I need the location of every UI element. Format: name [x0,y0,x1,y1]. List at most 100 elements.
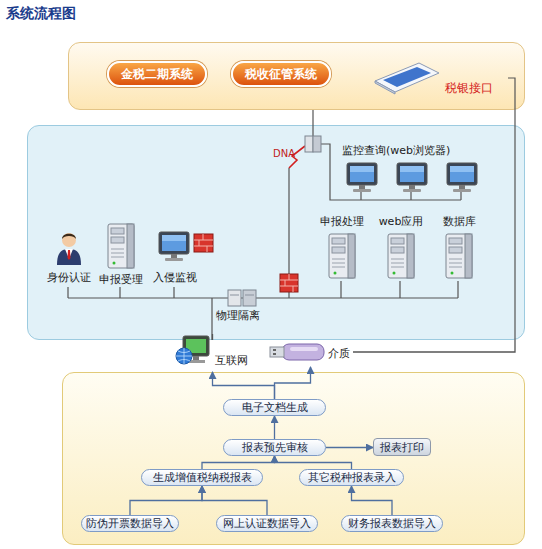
server-icon [334,272,337,275]
person-icon [65,249,73,259]
diagram-title: 系统流程图 [6,5,76,23]
server-icon [327,233,357,279]
server-icon [111,249,124,250]
box-label: 电子文档生成 [242,401,308,414]
usb-icon [268,341,326,363]
isolation-symbol [230,295,239,296]
node-label: 税银接口 [445,81,493,95]
network-bus [288,168,289,298]
network-bus [457,281,458,298]
box-label: 税收征管系统 [245,67,317,81]
usb-icon [290,347,318,351]
server-icon [449,247,462,253]
server-icon [332,259,345,260]
server-icon [444,233,474,279]
monitor-icon [165,258,183,261]
free-label: DNA [273,148,295,160]
laptop-icon [375,81,395,94]
box-label: 其它税种报表录入 [308,471,396,484]
process-box: 财务报表数据导入 [341,515,443,532]
network-bus [410,191,411,200]
process-box: 报表预先审核 [223,439,326,456]
system-box: 税收征管系统 [231,61,331,87]
server-icon [348,234,355,278]
node-label: 身份认证 [41,271,97,284]
server-icon [111,228,124,234]
server-icon [127,224,134,268]
monitor-icon [447,163,477,185]
box-label: 财务报表数据导入 [348,517,436,530]
monitor-icon [162,235,186,241]
person-icon [57,249,81,265]
server-icon [332,263,345,264]
box-label: 防伪开票数据导入 [86,517,174,530]
monitor-icon [394,162,430,194]
server-icon [446,234,472,278]
firewall-symbol [194,246,213,247]
network-bus [173,287,174,298]
isolation-symbol [243,290,256,306]
server-icon [391,247,404,253]
monitor-icon [403,189,421,192]
output-box: 报表打印 [373,438,431,456]
server-icon [111,237,124,243]
server-icon [386,233,416,279]
network-link [353,340,515,352]
server-icon [111,257,124,258]
network-bus [340,281,341,298]
firewall-symbol [194,234,213,252]
firewall-symbol [285,280,286,286]
server-icon [407,234,414,278]
network-bus [67,287,68,298]
monitor-icon [344,162,380,194]
monitor-node: 入侵监视 [144,229,206,287]
server-node: 数据库 [431,215,487,281]
media-node: 介质 [268,337,353,367]
isolation-symbol [245,295,254,296]
monitor-icon [444,162,480,194]
node-label: 介质 [328,347,350,360]
server-icon [465,234,472,278]
server-icon [108,224,134,268]
flow-arrow [274,416,275,439]
node-label: 数据库 [431,215,487,228]
switch-symbol [305,136,321,152]
system-band: 金税二期系统 税收征管系统税银接口 [68,42,525,110]
box-label: 报表打印 [380,441,424,454]
network-bus [460,191,461,200]
box-label: 金税二期系统 [121,67,193,81]
internet-node: 互联网 [175,334,250,372]
node-label: 申报受理 [91,273,151,286]
process-box: 防伪开票数据导入 [81,515,179,532]
firewall-symbol [280,274,298,292]
firewall-symbol [289,274,290,280]
user-node: 身份认证 [41,229,97,287]
box-label: 报表预先审核 [242,441,308,454]
interface-device: 税银接口 [369,59,509,99]
server-icon [449,263,462,264]
server-icon [451,272,454,275]
monitor-icon [353,189,371,192]
server-icon [391,238,404,244]
monitor-icon [450,166,474,182]
monitor-icon [359,185,365,189]
network-bus [211,298,212,340]
free-label: 物理隔离 [216,309,260,322]
monitor-icon [350,166,374,172]
isolation-symbol [228,290,241,306]
internet-icon [176,348,192,364]
server-icon [111,253,124,254]
system-box: 金税二期系统 [107,61,207,87]
node-label: web应用 [373,215,429,228]
server-node: web应用 [373,215,429,281]
usb-icon [270,347,284,357]
server-icon [391,263,404,264]
usb-icon [273,349,276,351]
firewall-symbol [207,246,208,252]
server-icon [449,238,462,244]
laptop-icon [383,67,431,87]
process-box: 网上认证数据导入 [216,515,318,532]
server-icon [388,234,414,278]
firewall-symbol [199,240,200,246]
person-icon [62,234,76,239]
